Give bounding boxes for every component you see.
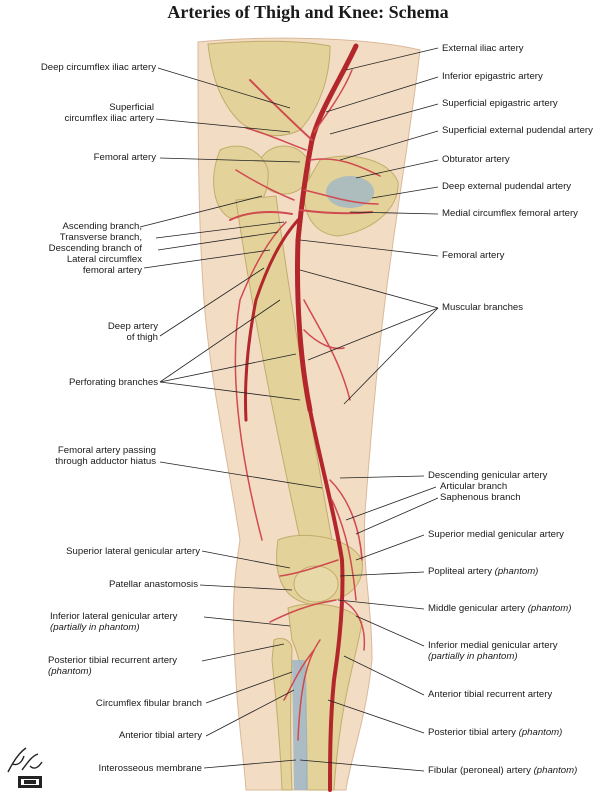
label-line: Popliteal artery <box>428 566 495 577</box>
label-popliteal-artery: Popliteal artery (phantom) <box>428 566 538 577</box>
label-line: Transverse branch, <box>59 232 142 243</box>
label-superior-medial-genicular-artery: Superior medial genicular artery <box>428 529 564 540</box>
label-note: (phantom) <box>48 666 92 677</box>
label-note: (phantom) <box>527 603 572 614</box>
leader-lines <box>139 47 439 772</box>
label-line: circumflex iliac artery <box>64 113 154 124</box>
label-line: Saphenous branch <box>440 492 521 503</box>
pelvis-bone <box>207 40 331 136</box>
label-patellar-anastomosis: Patellar anastomosis <box>109 579 198 590</box>
label-line: Descending genicular artery <box>428 470 548 481</box>
label-external-iliac-artery: External iliac artery <box>442 43 524 54</box>
label-note: (phantom) <box>518 727 563 738</box>
label-line: Anterior tibial artery <box>118 730 202 741</box>
obturator-membrane <box>326 176 374 208</box>
label-line: Femoral artery <box>93 152 156 163</box>
label-note: (phantom) <box>533 765 578 776</box>
label-middle-genicular-artery: Middle genicular artery (phantom) <box>428 603 571 614</box>
label-femoral-artery-right: Femoral artery <box>442 250 504 261</box>
label-posterior-tibial-artery: Posterior tibial artery (phantom) <box>428 727 562 738</box>
label-line: External iliac artery <box>442 43 524 54</box>
label-note: (partially in phantom) <box>50 622 140 633</box>
label-line: Inferior epigastric artery <box>442 71 543 82</box>
label-line: Superior medial genicular artery <box>428 529 564 540</box>
label-line: Superficial <box>109 102 154 113</box>
patella <box>293 565 339 603</box>
label-anterior-tibial-recurrent-artery: Anterior tibial recurrent artery <box>428 689 552 700</box>
label-line: Circumflex fibular branch <box>95 698 202 709</box>
label-superficial-external-pudendal-artery: Superficial external pudendal artery <box>442 125 593 136</box>
fibula <box>271 637 293 791</box>
interosseous-membrane-shape <box>292 660 308 790</box>
label-line: Posterior tibial artery <box>428 727 519 738</box>
label-line: through adductor hiatus <box>55 456 156 467</box>
label-line: Muscular branches <box>442 302 524 313</box>
label-anterior-tibial-artery: Anterior tibial artery <box>119 730 202 741</box>
label-line: Deep artery <box>107 321 158 332</box>
label-superficial-circumflex-iliac-artery: Superficial circumflex iliac artery <box>64 102 154 124</box>
label-articular-branch: Articular branch <box>440 481 507 492</box>
label-superficial-epigastric-artery: Superficial epigastric artery <box>442 98 558 109</box>
label-superior-lateral-genicular-artery: Superior lateral genicular artery <box>66 546 200 557</box>
label-line: Superficial epigastric artery <box>442 98 558 109</box>
label-line: Fibular (peroneal) artery <box>428 765 534 776</box>
label-muscular-branches: Muscular branches <box>442 302 523 313</box>
label-interosseous-membrane: Interosseous membrane <box>99 763 202 774</box>
label-line: Ascending branch, <box>62 221 142 232</box>
label-line: Inferior medial genicular artery <box>428 640 558 651</box>
label-line: Perforating branches <box>68 377 158 388</box>
label-lateral-circumflex-branches: Ascending branch, Transverse branch, Des… <box>49 221 142 276</box>
label-deep-external-pudendal-artery: Deep external pudendal artery <box>442 181 571 192</box>
label-inferior-lateral-genicular-artery: Inferior lateral genicular artery (parti… <box>50 611 177 633</box>
label-inferior-epigastric-artery: Inferior epigastric artery <box>442 71 543 82</box>
netter-signature-logo <box>7 747 43 788</box>
label-deep-circumflex-iliac-artery: Deep circumflex iliac artery <box>41 62 156 73</box>
label-note: (partially in phantom) <box>428 651 518 662</box>
label-posterior-tibial-recurrent-artery: Posterior tibial recurrent artery (phant… <box>48 655 177 677</box>
label-line: Lateral circumflex <box>66 254 142 265</box>
label-line: Inferior lateral genicular artery <box>50 611 178 622</box>
label-line: Posterior tibial recurrent artery <box>48 655 178 666</box>
label-femoral-artery-left: Femoral artery <box>94 152 156 163</box>
label-line: Medial circumflex femoral artery <box>442 208 578 219</box>
arteries <box>229 43 381 792</box>
label-fibular-peroneal-artery: Fibular (peroneal) artery (phantom) <box>428 765 577 776</box>
label-note: (phantom) <box>494 566 539 577</box>
label-line: Deep circumflex iliac artery <box>40 62 156 73</box>
label-line: Superficial external pudendal artery <box>442 125 593 136</box>
label-circumflex-fibular-branch: Circumflex fibular branch <box>96 698 202 709</box>
label-inferior-medial-genicular-artery: Inferior medial genicular artery (partia… <box>428 640 558 662</box>
label-line: Middle genicular artery <box>428 603 528 614</box>
page-title: Arteries of Thigh and Knee: Schema <box>167 2 449 22</box>
label-saphenous-branch: Saphenous branch <box>440 492 521 503</box>
label-line: Articular branch <box>440 481 508 492</box>
label-line: Anterior tibial recurrent artery <box>428 689 553 700</box>
label-line: Patellar anastomosis <box>108 579 198 590</box>
label-line: Femoral artery passing <box>57 445 156 456</box>
label-obturator-artery: Obturator artery <box>442 154 510 165</box>
label-line: Interosseous membrane <box>98 763 202 774</box>
label-descending-genicular-artery: Descending genicular artery <box>428 470 547 481</box>
label-line: Descending branch of <box>48 243 142 254</box>
label-line: Obturator artery <box>442 154 510 165</box>
label-line: Femoral artery <box>442 250 505 261</box>
label-femoral-artery-adductor-hiatus: Femoral artery passing through adductor … <box>55 445 156 467</box>
label-line: femoral artery <box>82 265 142 276</box>
label-line: Superior lateral genicular artery <box>66 546 200 557</box>
label-line: Deep external pudendal artery <box>442 181 572 192</box>
label-perforating-branches: Perforating branches <box>69 377 158 388</box>
label-medial-circumflex-femoral-artery: Medial circumflex femoral artery <box>442 208 578 219</box>
label-line: of thigh <box>126 332 158 343</box>
label-deep-artery-of-thigh: Deep artery of thigh <box>108 321 158 343</box>
